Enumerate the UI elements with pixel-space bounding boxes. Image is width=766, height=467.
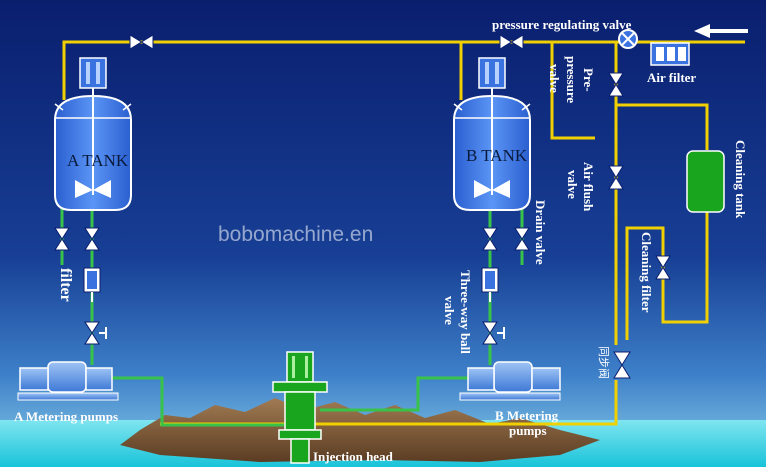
b-metering-pumps-label-line1: B Metering xyxy=(495,408,559,423)
drain-valve-label: Drain valve xyxy=(533,200,548,265)
a-metering-pump xyxy=(17,361,119,401)
cleaning-tank xyxy=(686,150,725,213)
three-way-ball-valve-label-line1: Three-way ball xyxy=(458,270,473,354)
three-way-ball-valve-label-line2: valve xyxy=(442,296,457,325)
tank-a-outlet-valve-left[interactable] xyxy=(54,227,70,251)
cleaning-filter-label: Cleaning filter xyxy=(639,232,654,313)
drain-valve[interactable] xyxy=(514,227,530,251)
top-valve-right[interactable] xyxy=(499,34,524,50)
air-flush-valve[interactable] xyxy=(608,165,624,190)
tank-a-filter xyxy=(83,267,101,302)
tank-a-label: A TANK xyxy=(67,151,129,170)
tank-a xyxy=(54,57,132,211)
air-flush-valve-label-line1: Air flush xyxy=(581,162,596,212)
tank-b xyxy=(453,57,531,211)
watermark-text: bobomachine.en xyxy=(218,223,373,246)
rocky-island xyxy=(120,398,600,462)
pressure-regulating-valve[interactable] xyxy=(618,29,638,49)
pressure-regulating-valve-label: pressure regulating valve xyxy=(492,17,632,32)
cleaning-tank-label: Cleaning tank xyxy=(733,140,748,219)
sync-valve-label: 同步阀 xyxy=(597,346,611,379)
air-filter xyxy=(650,42,690,66)
air-inlet-arrow xyxy=(694,24,748,38)
injection-head xyxy=(272,351,328,464)
tank-b-filter xyxy=(481,267,499,302)
cleaning-filter-valve[interactable] xyxy=(655,255,671,280)
injection-head-label: Injection head xyxy=(313,449,394,464)
filter-label: filter xyxy=(57,268,74,302)
pre-pressure-valve-label-line2: pressure xyxy=(564,56,579,103)
air-filter-label: Air filter xyxy=(647,70,696,85)
tank-a-outlet-valve-right[interactable] xyxy=(84,227,100,251)
a-metering-pumps-label: A Metering pumps xyxy=(14,409,118,424)
air-flush-valve-label-line2: valve xyxy=(565,170,580,199)
top-valve-left[interactable] xyxy=(129,34,154,50)
three-way-ball-valve[interactable] xyxy=(482,321,505,345)
pre-pressure-valve-label-line1: Pre- xyxy=(581,68,596,92)
pre-pressure-valve-label-line3: valve xyxy=(547,64,562,93)
tank-a-pump-valve[interactable] xyxy=(84,321,107,345)
b-metering-pumps-label-line2: pumps xyxy=(509,423,547,438)
pre-pressure-valve[interactable] xyxy=(608,72,624,97)
tank-b-label: B TANK xyxy=(466,146,528,165)
b-metering-pump xyxy=(459,361,561,401)
sync-valve[interactable] xyxy=(613,351,631,379)
tank-b-outlet-valve-left[interactable] xyxy=(482,227,498,251)
